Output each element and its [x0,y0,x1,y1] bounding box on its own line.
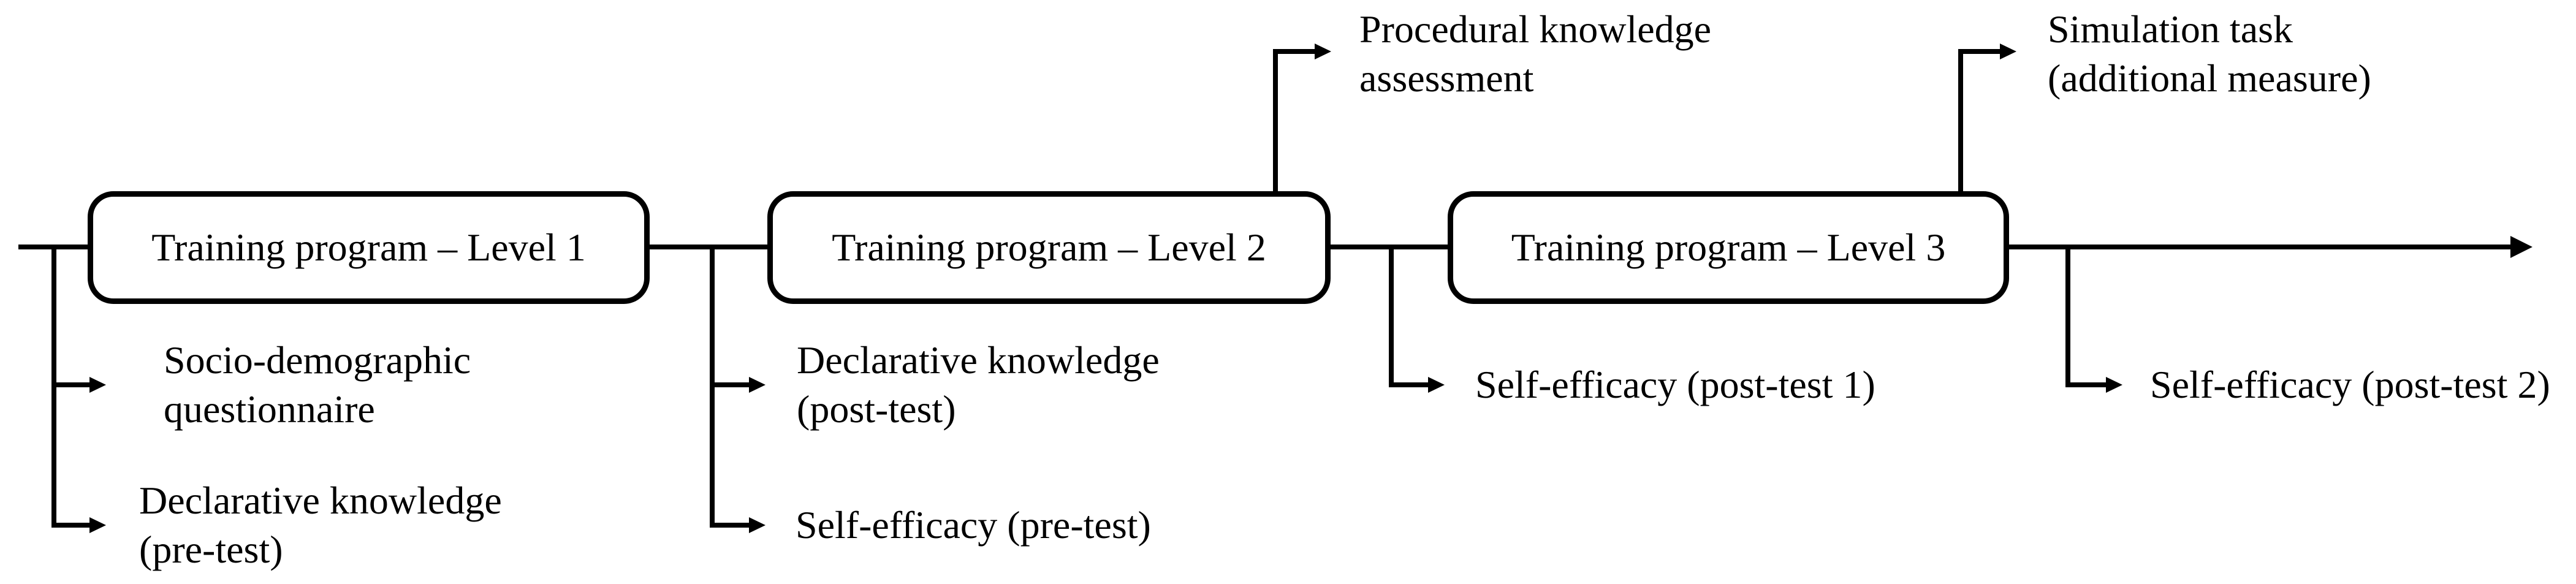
measure-label-declarative-knowledge-post-test: Declarative knowledge (post-test) [797,336,1160,434]
branch2-arrow2-shaft [710,523,749,528]
procedural-branch-shaft [1273,49,1315,54]
measure-label-line: (additional measure) [2048,56,2371,100]
timeline-arrowhead-icon [2510,236,2532,258]
measure-label-line: (post-test) [797,387,956,431]
branch4-arrow-shaft [2065,382,2106,387]
measure-label-socio-demographic-questionnaire: Socio-demographic questionnaire [164,336,471,434]
training-program-level-2-box: Training program – Level 2 [767,191,1331,304]
measure-label-line: Simulation task [2048,7,2293,51]
timeline-segment-end [2007,245,2512,249]
measure-label-line: Procedural knowledge [1359,7,1712,51]
branch1-arrow1-arrowhead-icon [89,377,106,393]
measure-label-line: Declarative knowledge [139,479,502,522]
measure-label-declarative-knowledge-pre-test: Declarative knowledge (pre-test) [139,476,502,574]
branch1-arrow2-arrowhead-icon [89,517,106,533]
branch3-arrowhead-icon [1428,377,1445,393]
measure-label-self-efficacy-post-test-1: Self-efficacy (post-test 1) [1475,360,1875,409]
branch1-arrow1-shaft [51,382,89,387]
measure-label-procedural-knowledge-assessment: Procedural knowledge assessment [1359,5,1711,103]
measure-label-line: Socio-demographic [164,338,471,382]
measure-label-line: (pre-test) [139,528,283,571]
measure-label-line: Self-efficacy (post-test 2) [2150,363,2550,406]
measure-label-simulation-task: Simulation task (additional measure) [2048,5,2371,103]
simulation-branch-vertical-line [1958,49,1963,197]
branch4-vertical-line [2065,245,2070,387]
procedural-branch-vertical-line [1273,49,1278,197]
measure-label-line: questionnaire [164,387,375,431]
branch3-arrow-shaft [1389,382,1428,387]
simulation-branch-arrowhead-icon [2000,44,2016,59]
simulation-branch-shaft [1958,49,2000,54]
measure-label-line: Declarative knowledge [797,338,1160,382]
timeline-segment-level1-level2 [647,245,770,249]
branch2-arrow1-shaft [710,382,749,387]
branch1-arrow2-shaft [51,523,89,528]
training-program-level-2-label: Training program – Level 2 [832,226,1266,269]
training-program-level-1-box: Training program – Level 1 [88,191,650,304]
branch2-arrow2-arrowhead-icon [749,517,766,533]
measure-label-line: Self-efficacy (post-test 1) [1475,363,1875,406]
branch4-arrowhead-icon [2106,377,2122,393]
measure-label-line: assessment [1359,56,1534,100]
training-program-level-3-label: Training program – Level 3 [1511,226,1946,269]
branch3-vertical-line [1389,245,1394,387]
branch2-arrow1-arrowhead-icon [749,377,766,393]
measure-label-line: Self-efficacy (pre-test) [796,503,1151,547]
training-program-level-1-label: Training program – Level 1 [151,226,586,269]
measure-label-self-efficacy-post-test-2: Self-efficacy (post-test 2) [2150,360,2550,409]
measure-label-self-efficacy-pre-test: Self-efficacy (pre-test) [796,501,1151,550]
training-program-level-3-box: Training program – Level 3 [1448,191,2009,304]
procedural-branch-arrowhead-icon [1315,44,1331,59]
